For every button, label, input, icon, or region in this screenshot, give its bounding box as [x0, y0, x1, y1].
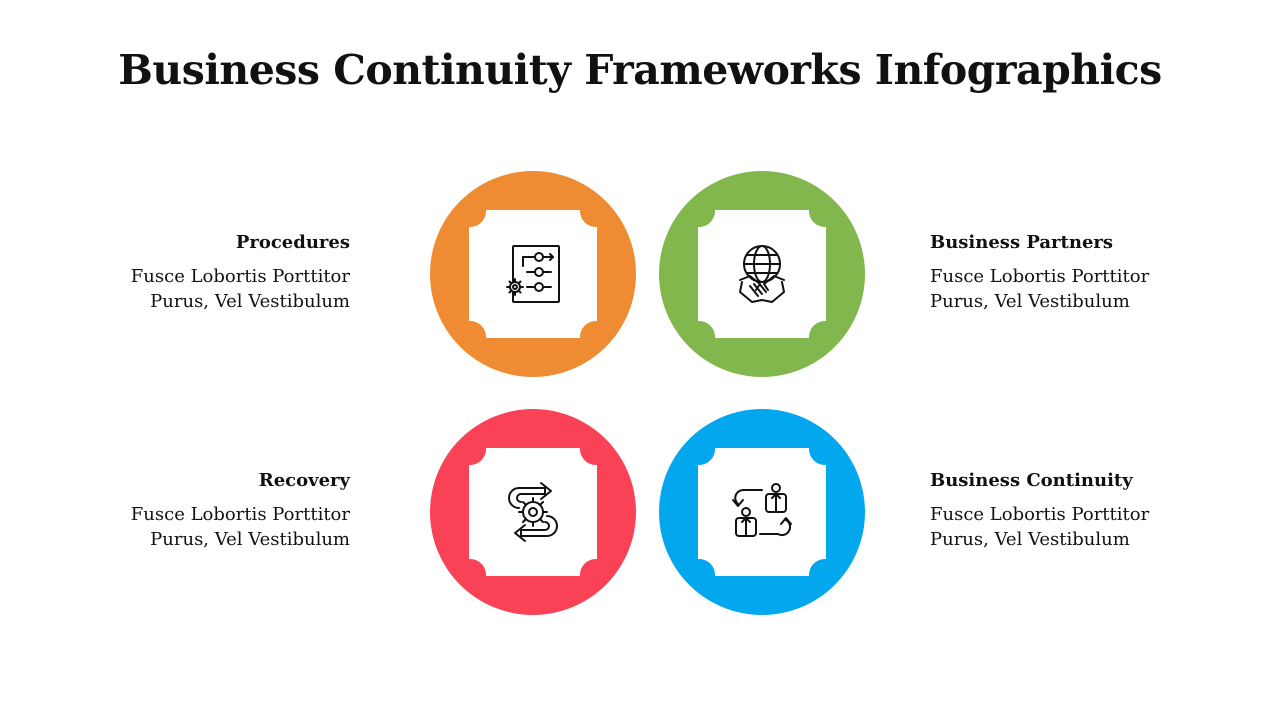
item-heading: Business Partners [930, 232, 1114, 253]
people-exchange-icon [732, 483, 792, 537]
item-heading: Recovery [258, 470, 350, 491]
item-business-partners: Business Partners Fusce Lobortis Porttit… [930, 231, 1230, 314]
item-recovery: Recovery Fusce Lobortis Porttitor Purus,… [50, 469, 350, 552]
page-title: Business Continuity Frameworks Infograph… [118, 46, 1162, 94]
card-shape [469, 448, 597, 576]
item-heading: Business Continuity [930, 470, 1133, 491]
item-description-line2: Purus, Vel Vestibulum [150, 291, 350, 312]
item-description-line1: Fusce Lobortis Porttitor [930, 504, 1150, 525]
item-description-line1: Fusce Lobortis Porttitor [930, 266, 1150, 287]
circle-business-continuity [659, 409, 865, 615]
circle-procedures [430, 171, 636, 377]
item-description-line1: Fusce Lobortis Porttitor [130, 266, 350, 287]
gear-cycle-arrows-icon [508, 482, 558, 542]
card-shape [469, 210, 597, 338]
circle-business-partners [659, 171, 865, 377]
card-shape [698, 448, 826, 576]
item-business-continuity: Business Continuity Fusce Lobortis Portt… [930, 469, 1230, 552]
item-description-line2: Purus, Vel Vestibulum [930, 529, 1130, 550]
item-procedures: Procedures Fusce Lobortis Porttitor Puru… [50, 231, 350, 314]
globe-handshake-icon [739, 245, 785, 303]
procedure-flowchart-icon [506, 245, 560, 303]
item-description-line2: Purus, Vel Vestibulum [150, 529, 350, 550]
item-heading: Procedures [235, 232, 350, 253]
circle-recovery [430, 409, 636, 615]
item-description-line1: Fusce Lobortis Porttitor [130, 504, 350, 525]
item-description-line2: Purus, Vel Vestibulum [930, 291, 1130, 312]
